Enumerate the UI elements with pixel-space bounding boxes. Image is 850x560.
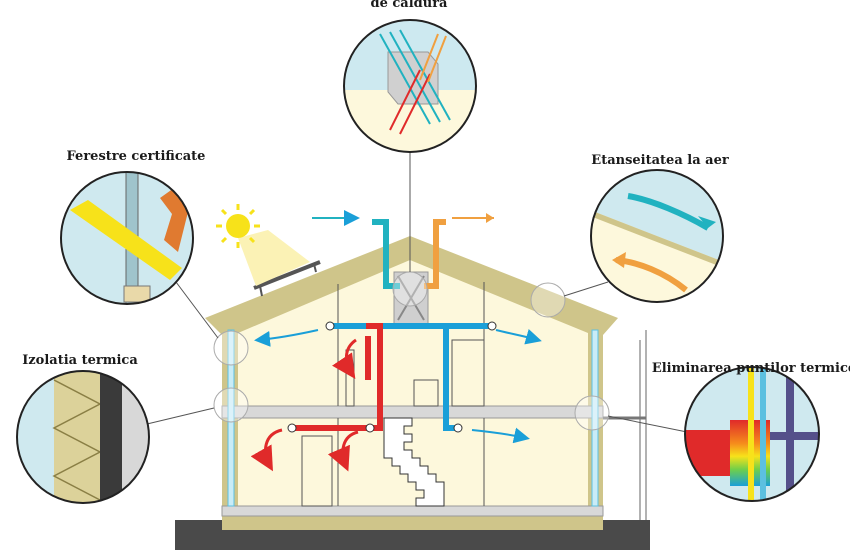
detail-windows	[60, 171, 194, 305]
left-glazing	[227, 329, 235, 507]
detail-thermal-bridges	[684, 366, 820, 502]
exhaust-duct	[424, 219, 446, 289]
floor-slab	[221, 405, 604, 419]
detail-insulation	[16, 370, 150, 504]
solar-panel-icon	[253, 260, 321, 297]
right-glazing	[591, 329, 599, 507]
warm-duct	[292, 323, 383, 431]
stairs	[383, 417, 445, 507]
detail-airtightness	[590, 169, 724, 303]
ground-slab	[221, 505, 604, 517]
upper-interior	[238, 260, 588, 406]
detail-heat-recovery	[343, 19, 477, 153]
sun-icon	[216, 204, 260, 248]
sun-beam	[238, 230, 310, 286]
label-insulation: Izolatia termica	[22, 353, 138, 368]
label-windows: Ferestre certificate	[67, 149, 206, 164]
leader-lines	[146, 152, 688, 433]
house	[175, 204, 650, 550]
label-thermal-bridges: Eliminarea puntilor termice	[652, 361, 850, 376]
heat-exchanger-icon	[393, 271, 429, 325]
label-heat-recovery: de căldură	[371, 0, 449, 11]
label-airtightness: Etanseitatea la aer	[591, 153, 729, 168]
